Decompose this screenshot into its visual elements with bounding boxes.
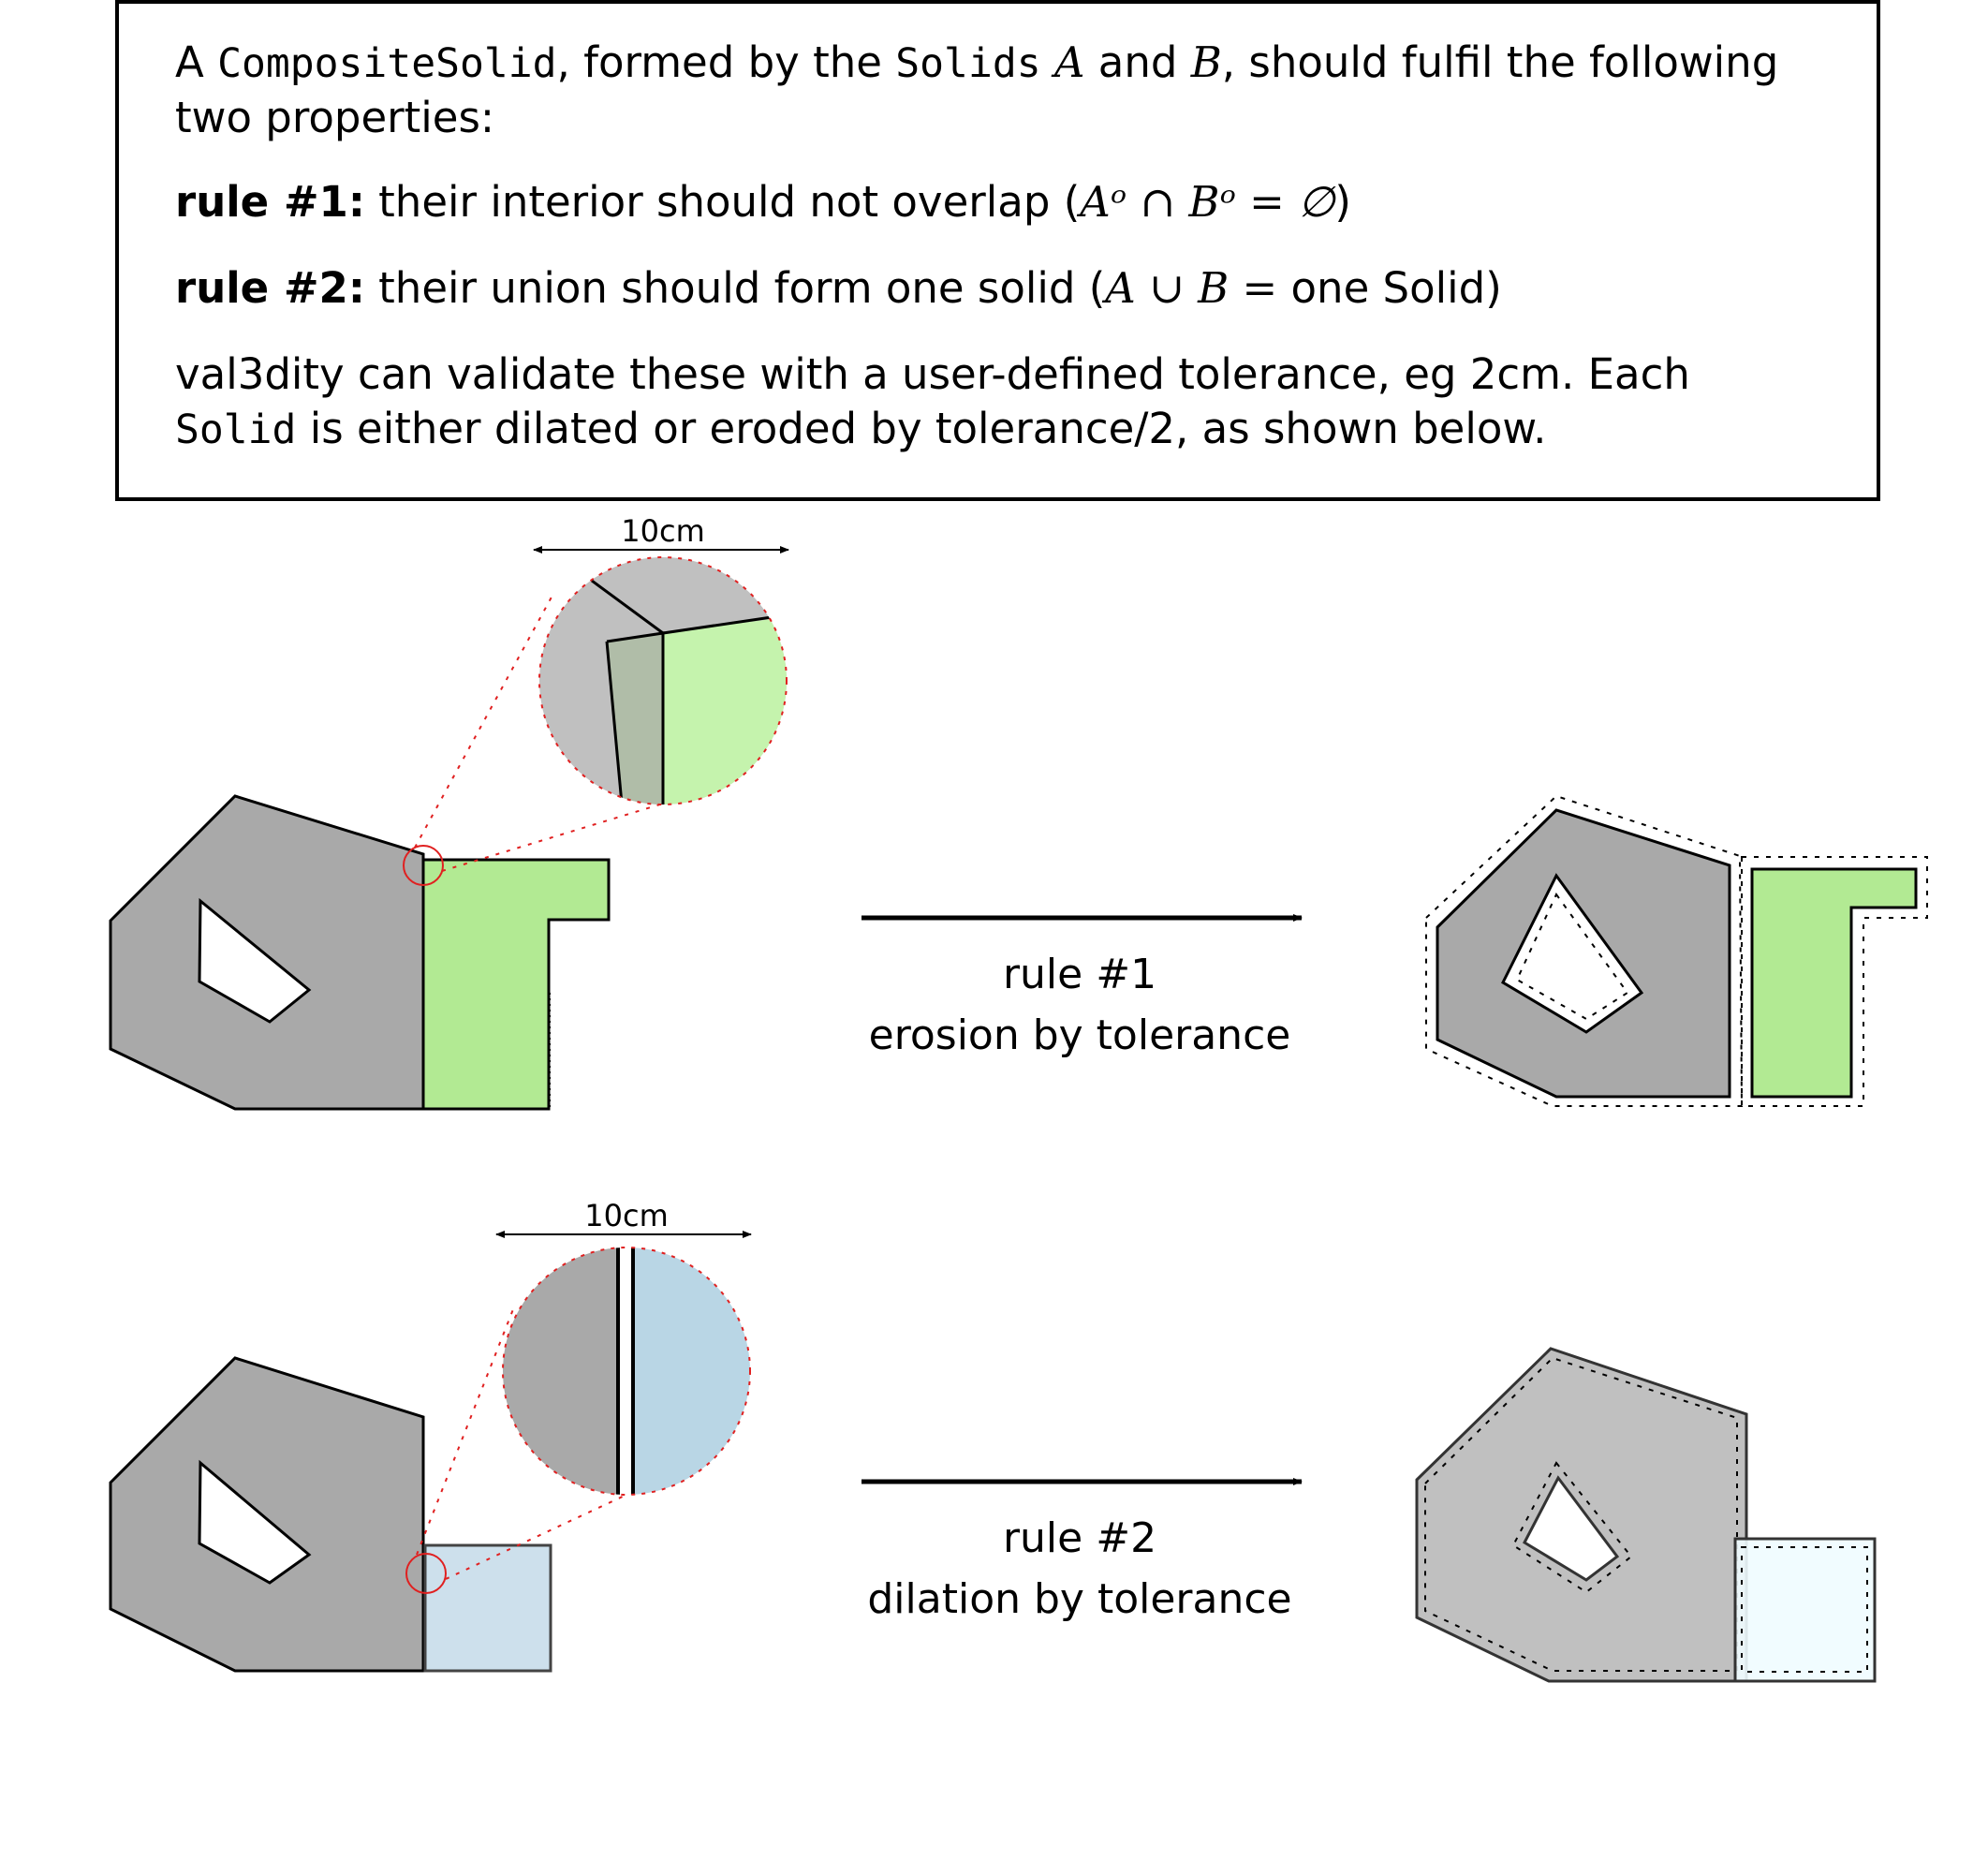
solid-b-dilated [1733,1537,1877,1683]
bottom-arrow: rule #2 dilation by tolerance [861,1478,1303,1623]
zoom-inset-top: 10cm [533,513,789,805]
dimension-label-top: 10cm [621,513,704,549]
original-hole-outline [1515,893,1629,1021]
bottom-left-composite [109,1308,627,1673]
arrow-label-rule1: rule #1 [1003,951,1156,998]
original-hole-outline-dilated [1511,1461,1633,1594]
solid-a-bottom [109,1356,425,1673]
original-outline-b-dilated [1741,1546,1868,1673]
rule-2-text: rule #2: their union should form one sol… [175,263,1502,313]
bottom-right-dilated [1415,1347,1877,1683]
zoom-marker-bottom [405,1553,447,1594]
solid-a-eroded [1436,808,1731,1099]
top-arrow: rule #1 erosion by tolerance [861,914,1303,1059]
dimension-label-bottom: 10cm [584,1198,668,1233]
original-outline-a-dilated [1424,1356,1738,1672]
zoom-line-top-2 [441,803,664,872]
rule-2-label: rule #2: [175,263,365,313]
text-box: A CompositeSolid, formed by the Solids A… [115,0,1880,501]
top-right-eroded [1425,794,1928,1107]
zoom-solid-a-bottom [503,1247,618,1495]
zoom-solid-b-bottom [633,1247,750,1495]
solid-a-top [109,794,425,1111]
zoom-line-bottom-1 [416,1308,514,1556]
solid-b-blue-bottom [423,1543,552,1673]
rule-1-text: rule #1: their interior should not overl… [175,177,1351,227]
arrow-label-rule2: rule #2 [1003,1514,1156,1562]
arrow-label-dilation: dilation by tolerance [867,1575,1291,1623]
rule-1-formula: Aᵒ ∩ Bᵒ = ∅ [1080,177,1335,227]
rule-2-formula: A ∪ B [1105,263,1230,313]
solid-a-dilated [1415,1347,1748,1683]
original-outline-b [1741,856,1928,1107]
zoom-gap [618,1247,633,1495]
zoom-inset-bottom: 10cm [495,1198,752,1496]
zoom-line-top-1 [414,591,555,849]
intro-text: A CompositeSolid, formed by the Solids A… [175,37,1779,142]
zoom-marker-top [403,845,444,886]
zoom-overlap [607,633,663,805]
zoom-solid-b [663,617,787,805]
solid-b-green-top [421,858,611,1111]
rule-1-label: rule #1: [175,177,365,227]
tolerance-note: val3dity can validate these with a user-… [175,349,1690,453]
top-left-composite [109,591,664,1111]
solid-b-eroded [1750,867,1918,1099]
original-outline-a [1425,794,1744,1107]
arrow-label-erosion: erosion by tolerance [869,1011,1291,1059]
